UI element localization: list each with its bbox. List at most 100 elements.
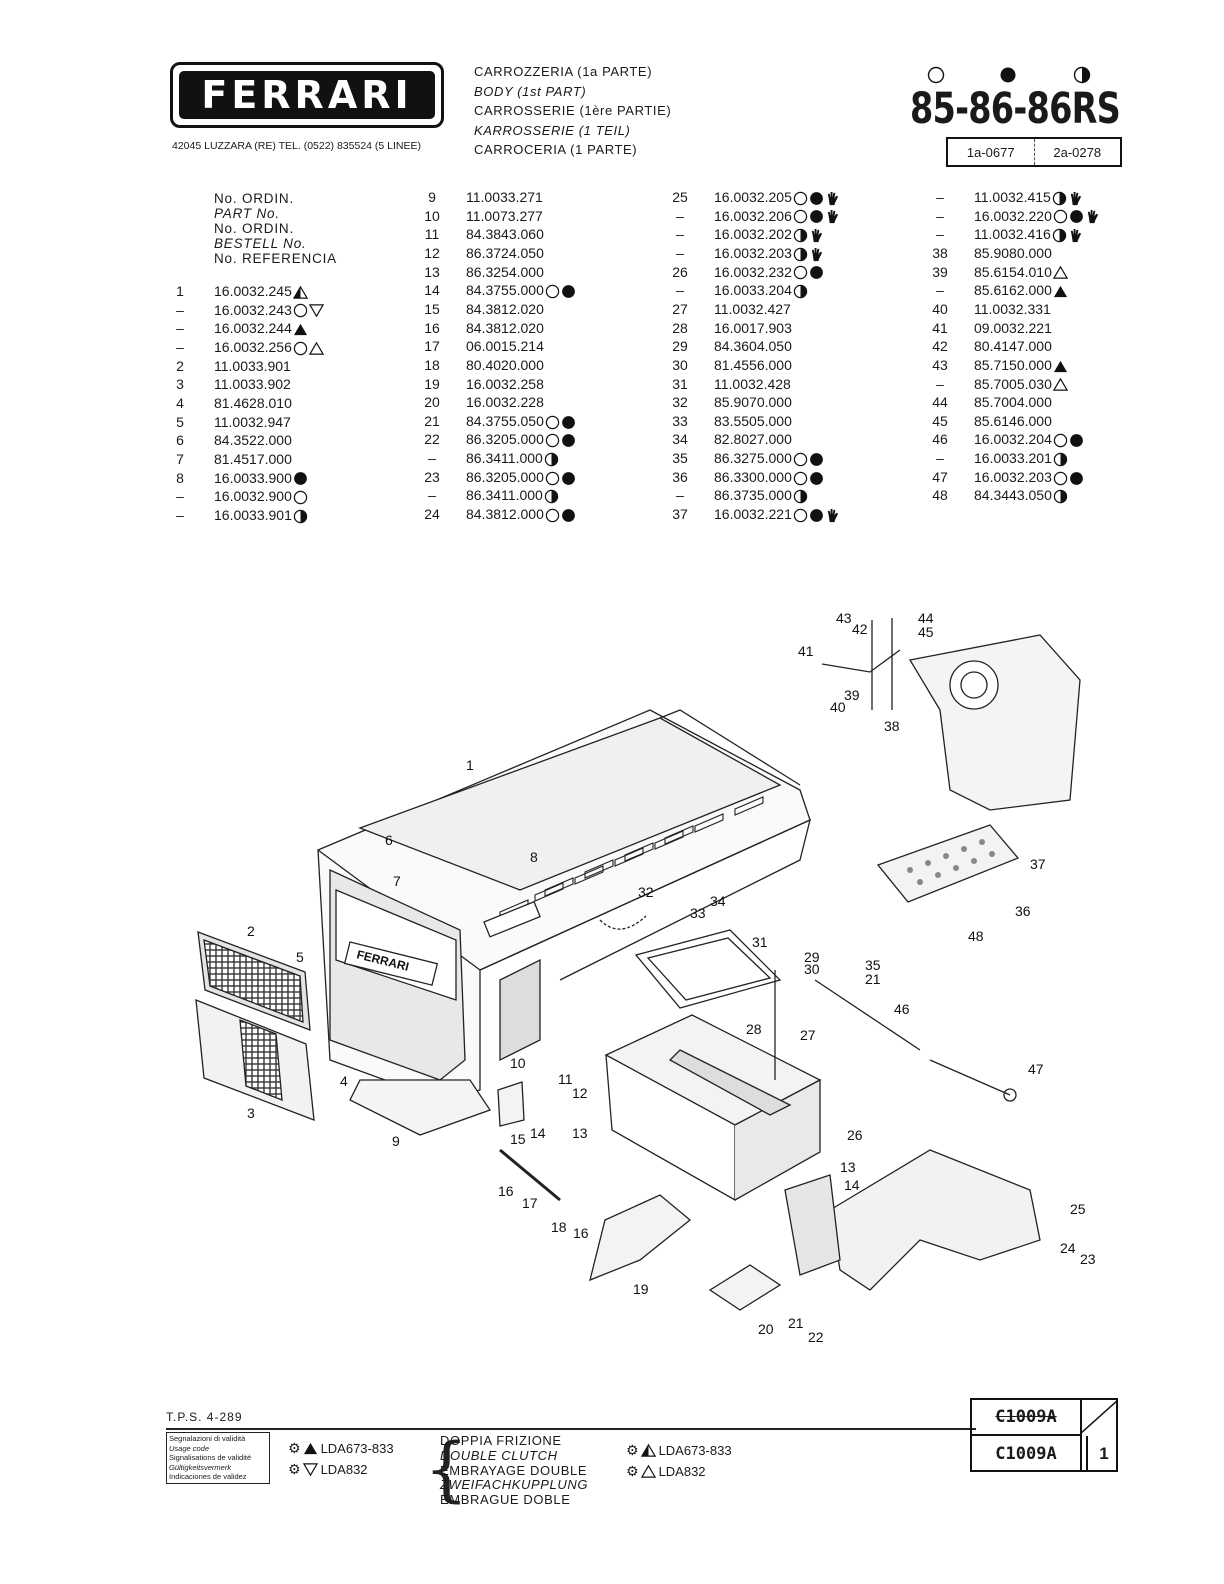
callout-label: 16 <box>498 1183 514 1199</box>
item-number: 45 <box>932 412 948 429</box>
tps-code: T.P.S. 4-289 <box>166 1410 243 1424</box>
legend-line: Segnalazioni di validità <box>169 1434 246 1443</box>
part-number: 16.0017.903 <box>714 319 792 336</box>
circle-open-icon <box>545 471 560 485</box>
circle-half-icon <box>1053 452 1068 467</box>
front-grille <box>197 931 311 1031</box>
serial-to: 2a-0278 <box>1033 139 1121 165</box>
item-number: 36 <box>672 468 688 485</box>
callout-label: 39 <box>844 687 860 703</box>
item-number: – <box>176 320 184 337</box>
part-number: 16.0033.900 <box>214 469 308 487</box>
part-number: 09.0032.221 <box>974 319 1052 336</box>
circle-open-icon <box>545 434 560 448</box>
brand-logo: FERRARI <box>170 62 444 128</box>
part-number: 86.3254.000 <box>466 263 544 280</box>
part-number: 86.3735.000 <box>714 486 808 504</box>
item-number: 33 <box>672 412 688 429</box>
item-number: 48 <box>932 487 948 504</box>
circle-open-icon <box>1053 210 1068 224</box>
hand-icon <box>811 229 822 243</box>
tri-half-icon <box>640 1443 656 1457</box>
item-number: 13 <box>424 263 440 280</box>
part-number: 16.0033.201 <box>974 449 1068 467</box>
circle-filled-icon <box>1069 471 1083 485</box>
left-validity-codes: ⚙LDA673-833⚙LDA832 <box>288 1438 394 1480</box>
part-number: 81.4556.000 <box>714 356 792 373</box>
right-validity-codes: ⚙LDA673-833⚙LDA832 <box>626 1440 732 1482</box>
mount-plate-20 <box>708 1264 782 1311</box>
circle-half-icon <box>1052 191 1067 205</box>
item-number: – <box>936 226 944 243</box>
circle-open-icon <box>793 266 808 280</box>
sheet-number: 1 <box>1086 1436 1120 1472</box>
part-number: 85.9080.000 <box>974 244 1052 261</box>
callout-label: 23 <box>1080 1251 1096 1267</box>
part-number: 85.6146.000 <box>974 412 1052 429</box>
hand-icon <box>1087 210 1098 224</box>
item-number: 25 <box>672 189 688 205</box>
section-title: BODY (1st PART) <box>474 83 587 99</box>
circle-half-icon <box>793 228 808 243</box>
engine-code: LDA832 <box>320 1462 368 1477</box>
item-number: 28 <box>672 319 688 336</box>
circle-open-icon <box>293 490 308 505</box>
part-number: 16.0032.245 <box>214 282 308 300</box>
part-number: 11.0032.416 <box>974 225 1083 243</box>
item-number: 1 <box>176 283 184 299</box>
current-reference: C1009A <box>972 1436 1082 1472</box>
item-number: 38 <box>932 244 948 261</box>
item-number: 31 <box>672 375 688 392</box>
item-number: – <box>676 282 684 299</box>
part-number: 81.4628.010 <box>214 394 292 411</box>
item-number: – <box>176 301 184 318</box>
tri-down-open-icon <box>308 304 324 318</box>
part-number: 80.4020.000 <box>466 356 544 373</box>
callout-label: 45 <box>918 624 934 640</box>
tri-filled-icon <box>1053 285 1067 298</box>
item-number: 46 <box>932 431 948 448</box>
callout-label: 14 <box>530 1125 546 1141</box>
circle-open-icon <box>545 284 560 299</box>
part-number: 83.5505.000 <box>714 412 792 429</box>
callout-label: 26 <box>847 1127 863 1143</box>
item-number: 8 <box>176 469 184 486</box>
validity-code: ⚙LDA673-833 <box>626 1440 732 1461</box>
callout-label: 35 <box>865 957 881 973</box>
callout-label: 15 <box>510 1131 526 1147</box>
item-number: 10 <box>424 207 440 224</box>
circle-open-icon <box>545 415 560 429</box>
item-number: – <box>428 487 436 504</box>
item-number: 32 <box>672 394 688 411</box>
part-number: 84.3843.060 <box>466 226 544 243</box>
step-plate <box>876 824 1020 903</box>
callout-label: 4 <box>340 1073 348 1089</box>
part-number: 16.0032.202 <box>714 225 824 243</box>
item-number: 9 <box>428 189 436 205</box>
item-number: 3 <box>176 376 184 393</box>
lower-grille <box>195 998 315 1121</box>
part-number: 11.0032.415 <box>974 188 1083 206</box>
clutch-line: DOPPIA FRIZIONE <box>440 1433 562 1448</box>
item-number: 14 <box>424 282 440 299</box>
legend-line: Signalisations de validité <box>169 1453 252 1462</box>
part-number: 82.8027.000 <box>714 431 792 448</box>
column-header-line: BESTELL No. <box>214 236 307 251</box>
exploded-view-diagram: FERRARI <box>195 610 1096 1345</box>
part-number: 86.3275.000 <box>714 449 824 467</box>
circle-half-icon <box>1073 66 1091 84</box>
circle-filled-icon <box>561 285 575 298</box>
circle-half-icon <box>1052 228 1067 243</box>
callout-label: 30 <box>804 961 820 977</box>
callout-label: 24 <box>1060 1240 1076 1256</box>
callout-label: 48 <box>968 928 984 944</box>
item-number: 15 <box>424 300 440 317</box>
footer-rule <box>166 1428 976 1430</box>
item-number: – <box>428 450 436 467</box>
hand-icon <box>827 210 838 224</box>
tri-open-icon <box>640 1464 656 1478</box>
part-number: 85.6162.000 <box>974 281 1068 299</box>
part-number: 85.6154.010 <box>974 263 1068 281</box>
section-title: CARROZZERIA (1a PARTE) <box>474 64 653 79</box>
